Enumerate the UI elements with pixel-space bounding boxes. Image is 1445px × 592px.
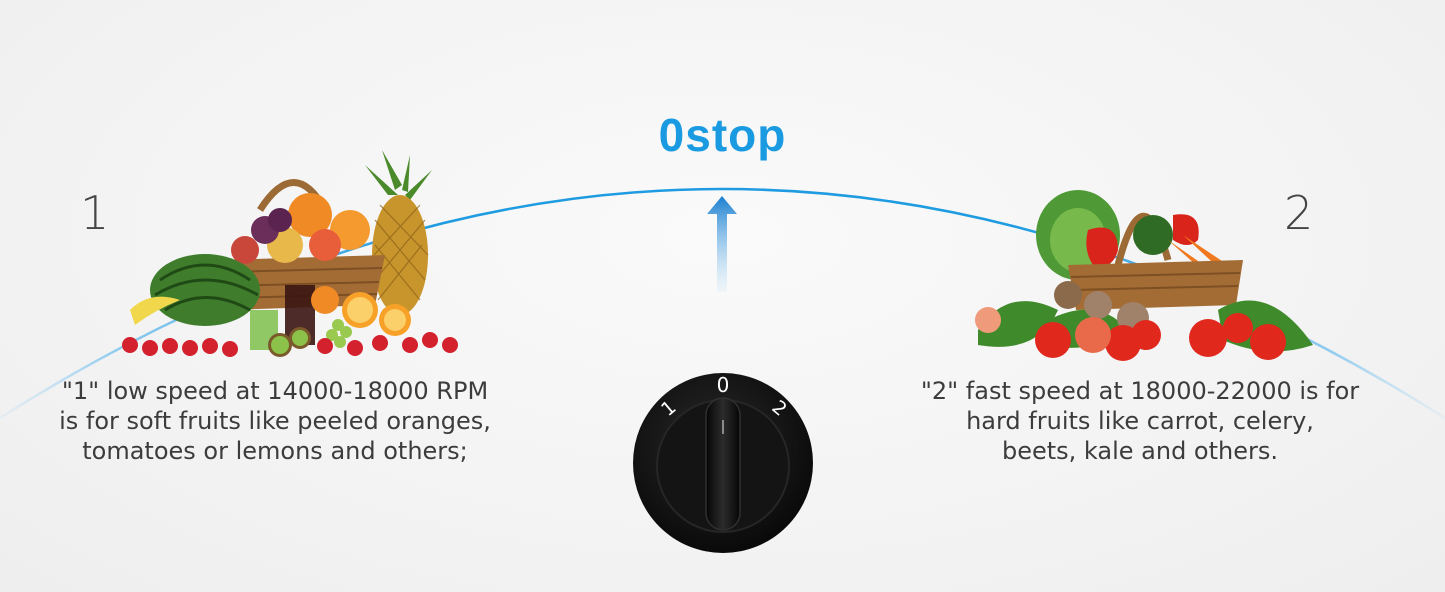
arrow-up-icon [707,196,737,292]
speed-1-line-1: "1" low speed at 14000-18000 RPM [61,377,489,405]
knob-label-0: 0 [717,373,730,397]
speed-2-description: "2" fast speed at 18000-22000 is for har… [905,376,1375,466]
vegetable-basket-image [975,190,1313,361]
stop-label: 0stop [658,109,787,161]
speed-2-number: 2 [1284,186,1314,240]
speed-control-knob[interactable]: 0 1 2 [628,368,818,558]
speed-1-line-2: is for soft fruits like peeled oranges, [59,407,491,435]
speed-2-line-2: hard fruits like carrot, celery, [966,407,1314,435]
speed-2-line-3: beets, kale and others. [1001,437,1279,465]
fruit-basket-image [122,150,458,357]
speed-1-line-3: tomatoes or lemons and others; [82,437,468,465]
speed-1-number: 1 [80,186,110,240]
speed-2-line-1: "2" fast speed at 18000-22000 is for [920,377,1360,405]
speed-1-description: "1" low speed at 14000-18000 RPM is for … [40,376,510,466]
